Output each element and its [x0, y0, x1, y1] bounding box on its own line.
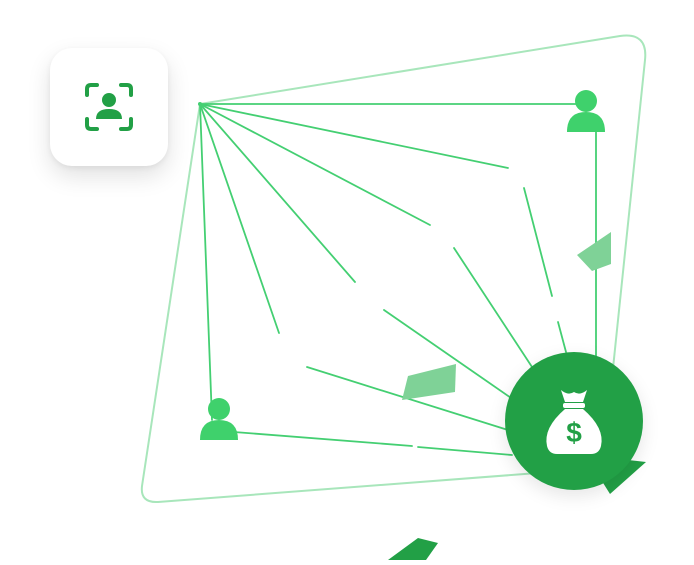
dollar-sign: $	[566, 417, 582, 448]
cash-shard-4	[388, 538, 438, 560]
money-bag-badge[interactable]: $	[505, 352, 643, 490]
edge-hub-ray-3	[199, 103, 356, 283]
person-icon	[567, 90, 605, 132]
cash-shard-2	[402, 364, 456, 400]
edge-seg-c	[453, 247, 535, 371]
edge-hub-ray-2	[199, 103, 431, 226]
face-scan-icon	[85, 83, 133, 131]
face-scan-card[interactable]	[50, 48, 168, 166]
edge-hub-bottom-left	[199, 103, 213, 421]
edge-bottom-b	[417, 446, 513, 456]
person-icon	[200, 398, 238, 440]
cash-shard-3	[600, 460, 646, 494]
hub-node	[198, 102, 202, 106]
edge-seg-d	[383, 309, 515, 401]
edge-hub-ray-1	[199, 103, 509, 169]
edge-seg-b	[557, 321, 567, 353]
money-bag-icon: $	[546, 390, 602, 454]
cash-shard-1	[577, 232, 611, 271]
edge-hub-ray-4	[199, 103, 280, 334]
edge-bottom-a	[233, 431, 413, 447]
edge-seg-a	[523, 187, 553, 297]
